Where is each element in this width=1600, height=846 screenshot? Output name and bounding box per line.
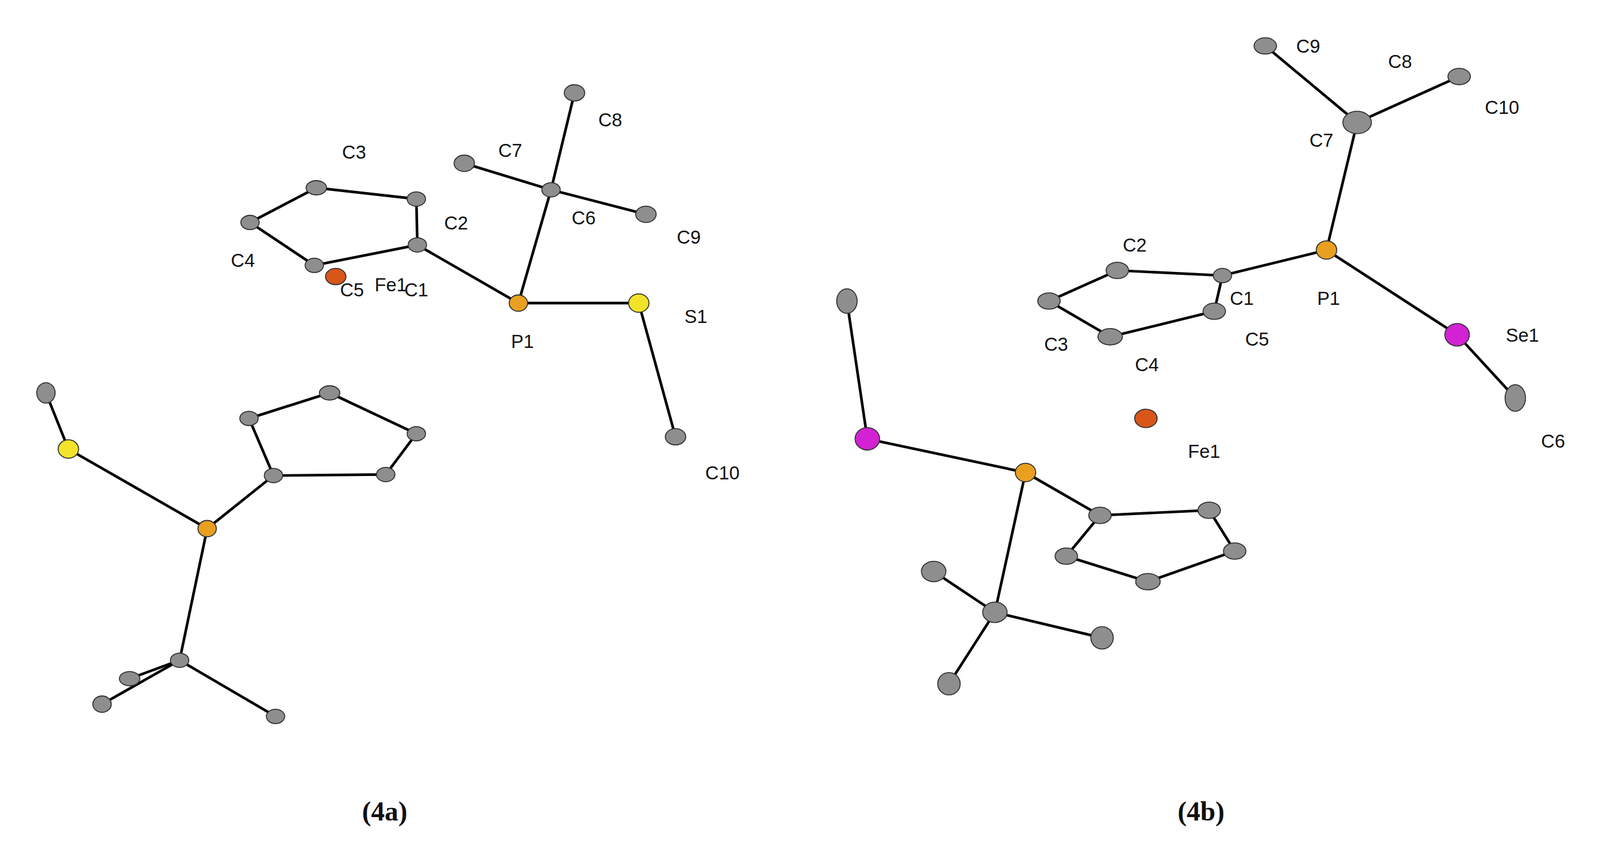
atom-label: C7 — [1309, 130, 1334, 150]
atom-label: C3 — [1044, 334, 1068, 353]
atom-label: C5 — [339, 280, 364, 300]
atom-label: C1 — [1230, 288, 1254, 308]
atom-label: C2 — [444, 213, 468, 232]
atom-label: C2 — [1122, 235, 1147, 255]
atom-label: Fe1 — [1188, 441, 1221, 461]
compound-caption: (4b) — [1177, 797, 1225, 825]
atom-label: C9 — [1296, 36, 1321, 56]
atom-label: Se1 — [1505, 325, 1540, 344]
atom-label: P1 — [1317, 288, 1340, 308]
atom-label: C7 — [498, 140, 522, 160]
atom-label: C10 — [705, 462, 740, 482]
atom-label: Fe1 — [374, 275, 407, 295]
atom-label: C3 — [342, 142, 367, 162]
atom-label: P1 — [511, 331, 534, 351]
atom-label: C9 — [677, 227, 701, 246]
atom-label: C10 — [1484, 98, 1520, 117]
compound-caption: (4a) — [362, 797, 408, 825]
atom-label: C5 — [1245, 329, 1270, 348]
atom-label: S1 — [684, 307, 708, 326]
atom-label: C6 — [1541, 431, 1565, 451]
atom-label: C1 — [404, 280, 429, 300]
atom-label: C6 — [571, 207, 596, 227]
atom-label: C8 — [598, 109, 623, 129]
atom-label: C8 — [1388, 52, 1412, 71]
atom-label: C4 — [1134, 354, 1159, 374]
atom-label: C4 — [231, 250, 255, 270]
